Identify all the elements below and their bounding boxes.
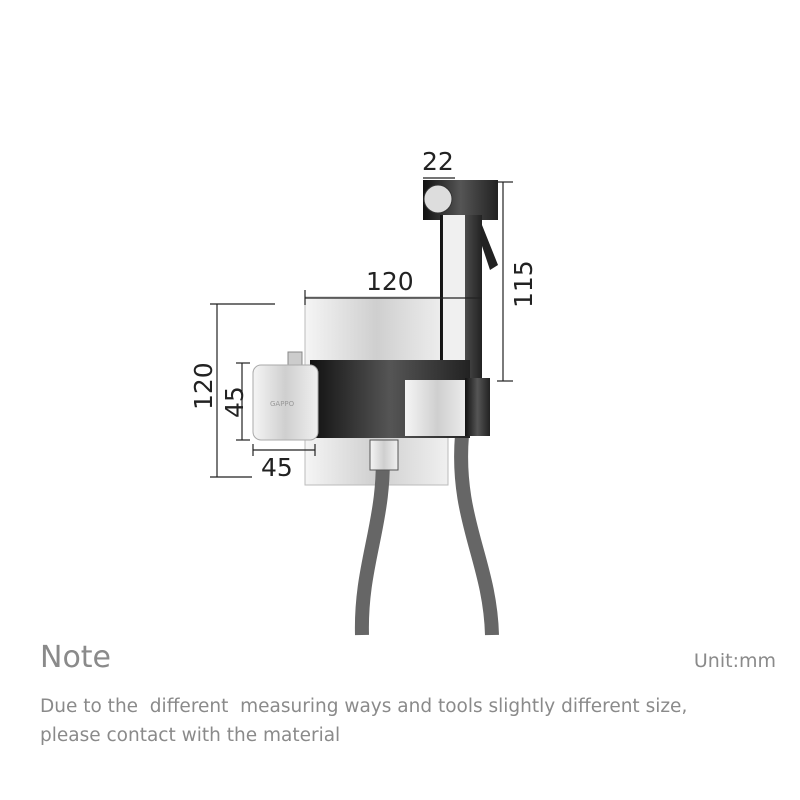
dim-handle-width: 45 xyxy=(261,453,293,482)
handle xyxy=(252,364,319,441)
holder xyxy=(465,378,490,436)
dim-plate-height: 120 xyxy=(189,362,218,410)
dim-sprayer-width: 22 xyxy=(422,147,454,176)
note-text: Due to the different measuring ways and … xyxy=(40,692,790,750)
dim-sprayer-height: 115 xyxy=(509,260,538,308)
note-line-2: please contact with the material xyxy=(40,725,341,746)
dim-plate-width: 120 xyxy=(366,267,414,296)
hose-right xyxy=(454,434,499,636)
dimension-lines xyxy=(210,177,513,478)
note-line-1: Due to the different measuring ways and … xyxy=(40,696,688,717)
unit-label: Unit:mm xyxy=(693,650,776,672)
hose-nut xyxy=(369,439,399,471)
brand-logo: GAPPO xyxy=(270,400,295,408)
sprayer-trigger xyxy=(480,225,498,270)
spray-face xyxy=(423,184,453,214)
dim-handle-height: 45 xyxy=(220,386,249,418)
note-title: Note xyxy=(40,640,112,675)
